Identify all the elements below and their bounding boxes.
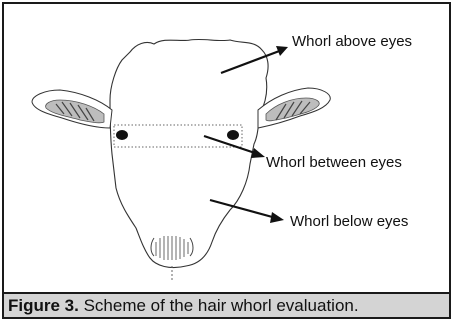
caption-text: Scheme of the hair whorl evaluation.	[79, 296, 359, 315]
arrowhead-below-eyes	[270, 212, 284, 223]
label-whorl-between-eyes: Whorl between eyes	[266, 154, 402, 172]
caption-label: Figure 3.	[8, 296, 79, 315]
figure-frame: Whorl above eyes Whorl between eyes Whor…	[2, 2, 451, 319]
label-whorl-above-eyes: Whorl above eyes	[292, 33, 412, 51]
caption-bar: Figure 3. Scheme of the hair whorl evalu…	[4, 292, 449, 317]
cow-head-outline	[110, 39, 268, 267]
figure-caption: Figure 3. Scheme of the hair whorl evalu…	[8, 295, 359, 317]
label-whorl-below-eyes: Whorl below eyes	[290, 213, 408, 231]
left-eye	[116, 130, 128, 140]
right-eye	[227, 130, 239, 140]
